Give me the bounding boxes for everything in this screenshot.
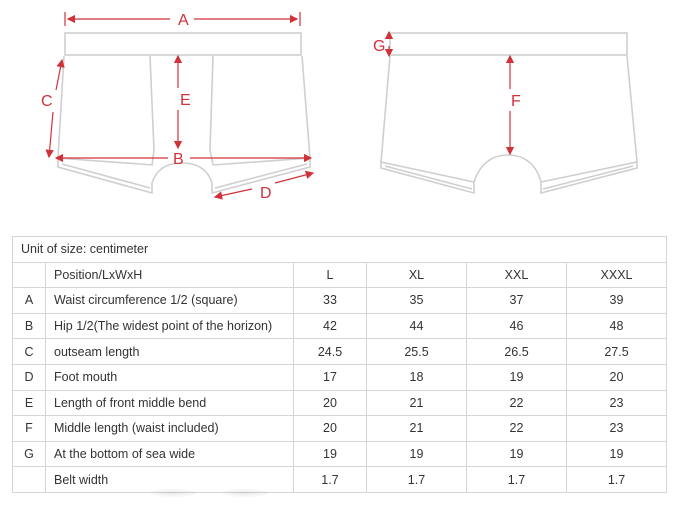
row-key	[12, 466, 46, 493]
label-b: B	[173, 151, 184, 168]
row-value: 19	[366, 440, 467, 468]
header-cell	[12, 261, 46, 289]
row-position: Belt width	[45, 466, 294, 493]
row-value: 17	[293, 363, 367, 391]
row-value: 1.7	[565, 466, 668, 493]
label-c: C	[41, 93, 53, 110]
row-position: outseam length	[45, 338, 294, 365]
front-view-garment	[57, 32, 311, 195]
row-position: Foot mouth	[45, 363, 294, 391]
row-value: 20	[293, 415, 367, 442]
label-d: D	[260, 185, 272, 202]
row-value: 1.7	[293, 466, 367, 493]
header-cell: L	[293, 261, 367, 289]
row-value: 44	[366, 312, 467, 340]
label-a: A	[178, 12, 189, 29]
row-key: A	[12, 287, 46, 314]
row-value: 19	[466, 440, 567, 468]
table-header-row: Position/LxWxH L XL XXL XXXL	[12, 261, 668, 289]
header-cell: XXXL	[565, 261, 668, 289]
row-value: 35	[366, 287, 467, 314]
row-value: 25.5	[366, 338, 467, 365]
label-g: G	[373, 38, 385, 55]
row-position: Middle length (waist included)	[45, 415, 294, 442]
header-cell: XXL	[466, 261, 567, 289]
size-table: Unit of size: centimeter Position/LxWxH …	[11, 236, 668, 493]
decorative-shadow	[150, 489, 196, 497]
row-key: E	[12, 389, 46, 417]
row-value: 37	[466, 287, 567, 314]
row-value: 1.7	[466, 466, 567, 493]
unit-caption: Unit of size: centimeter	[11, 236, 668, 263]
row-key: C	[12, 338, 46, 365]
header-cell: XL	[366, 261, 467, 289]
row-value: 23	[565, 415, 668, 442]
header-cell: Position/LxWxH	[45, 261, 294, 289]
back-view-garment	[380, 32, 638, 195]
row-value: 19	[466, 363, 567, 391]
row-position: Waist circumference 1/2 (square)	[45, 287, 294, 314]
row-key: B	[12, 312, 46, 340]
row-value: 22	[466, 415, 567, 442]
row-value: 46	[466, 312, 567, 340]
size-diagram: A B C D E F G	[41, 12, 638, 202]
row-value: 22	[466, 389, 567, 417]
measure-lines	[45, 12, 515, 200]
row-value: 20	[293, 389, 367, 417]
row-key: F	[12, 415, 46, 442]
row-value: 18	[366, 363, 467, 391]
row-key: G	[12, 440, 46, 468]
row-value: 19	[565, 440, 668, 468]
row-value: 39	[565, 287, 668, 314]
row-position: Hip 1/2(The widest point of the horizon)	[45, 312, 294, 340]
row-value: 48	[565, 312, 668, 340]
label-e: E	[180, 92, 191, 109]
row-value: 23	[565, 389, 668, 417]
row-value: 33	[293, 287, 367, 314]
row-value: 27.5	[565, 338, 668, 365]
row-value: 24.5	[293, 338, 367, 365]
label-f: F	[511, 93, 521, 110]
row-value: 20	[565, 363, 668, 391]
row-value: 42	[293, 312, 367, 340]
row-value: 21	[366, 389, 467, 417]
row-value: 19	[293, 440, 367, 468]
decorative-shadow	[222, 489, 268, 497]
row-position: At the bottom of sea wide	[45, 440, 294, 468]
row-key: D	[12, 363, 46, 391]
row-position: Length of front middle bend	[45, 389, 294, 417]
row-value: 21	[366, 415, 467, 442]
row-value: 26.5	[466, 338, 567, 365]
table-caption-row: Unit of size: centimeter	[11, 236, 668, 263]
row-value: 1.7	[366, 466, 467, 493]
